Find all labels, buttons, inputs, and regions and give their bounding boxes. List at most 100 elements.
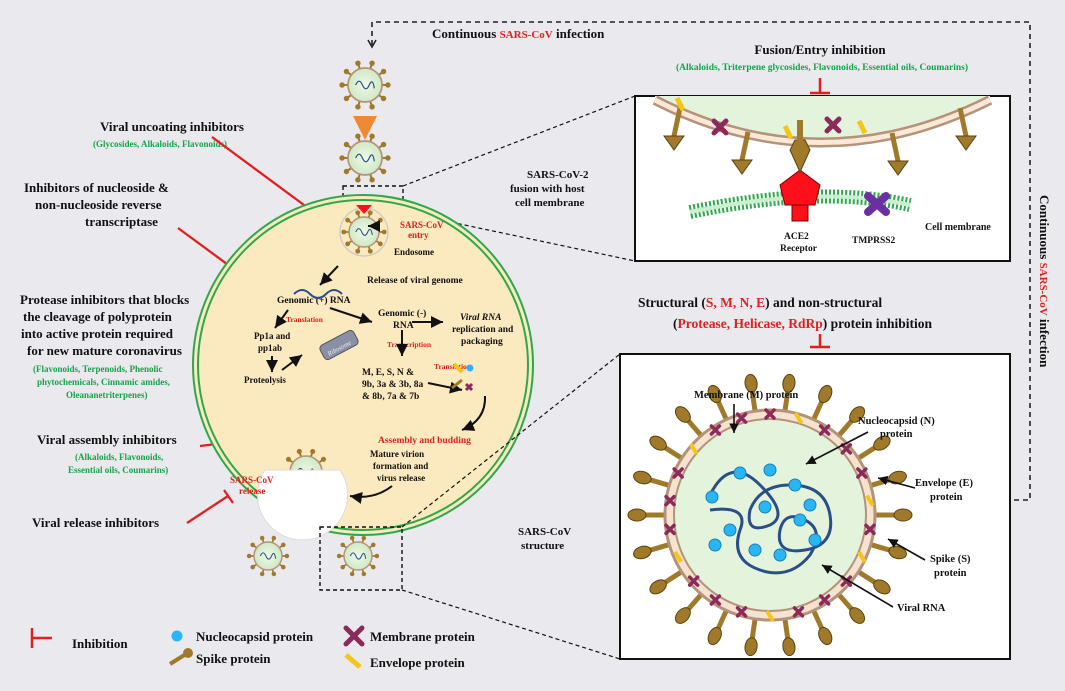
fusion-spike-protein <box>663 107 685 151</box>
big-virion-membrane-proteins <box>664 408 876 623</box>
release-label-line1: SARS-CoV <box>230 475 274 485</box>
protease-inhibitors-line4: for new mature coronavirus <box>27 343 182 358</box>
big-virion-nucleocapsids <box>705 463 822 562</box>
mini-envelope-icon <box>452 362 464 374</box>
structure-caption-line1: SARS-CoV <box>518 526 571 538</box>
protease-inhibitors-line3: into active protein required <box>21 326 174 341</box>
mature-virion-line2: formation and <box>373 461 428 471</box>
assembly-compounds-line2: Essential oils, Coumarins) <box>68 465 168 475</box>
release-label-line2: release <box>239 486 265 496</box>
structure-zoom-connectors <box>319 353 621 660</box>
mature-virion-line3: virus release <box>377 473 425 483</box>
protease-compounds-line1: (Flavonoids, Terpenoids, Phenolic <box>33 364 163 374</box>
mini-membrane-icon <box>464 382 474 392</box>
release-inhibitors-title: Viral release inhibitors <box>32 515 159 530</box>
uncoating-inhibitors-title: Viral uncoating inhibitors <box>100 119 244 134</box>
fusion-envelope-protein <box>782 124 794 140</box>
envelope-label-line2: protein <box>930 492 963 503</box>
mini-spike-icon <box>451 378 463 390</box>
virion-attached <box>339 133 391 183</box>
proteins-label-line1: M, E, S, N & <box>362 368 414 378</box>
release-genome-label: Release of viral genome <box>367 276 463 286</box>
fusion-caption-line1: SARS-CoV-2 <box>527 169 589 181</box>
virion-released <box>246 535 290 577</box>
rt-inhibitors-line1: Inhibitors of nucleoside & <box>24 180 169 195</box>
cell-membrane-label: Cell membrane <box>925 222 991 233</box>
pp1a-label-line2: pp1ab <box>258 343 282 353</box>
structure-caption-line2: structure <box>521 540 564 552</box>
fusion-inhibition-symbol <box>810 78 830 95</box>
ace2-label-line2: Receptor <box>780 244 818 254</box>
protease-compounds-line3: Oleananetriterpenes) <box>66 390 147 400</box>
fusion-spike-protein <box>955 107 977 151</box>
nucleocapsid-legend-icon <box>171 630 183 642</box>
spike-label-line2: protein <box>934 568 967 579</box>
proteolysis-label: Proteolysis <box>244 375 286 385</box>
structural-inhibition-symbol <box>810 334 830 349</box>
membrane-legend-icon <box>343 625 365 647</box>
pp1a-label-line1: Pp1a and <box>254 331 290 341</box>
protease-compounds-line2: phytochemicals, Cinnamic amides, <box>37 377 170 387</box>
assembly-budding-label: Assembly and budding <box>378 436 471 446</box>
ace2-receptor <box>779 120 821 222</box>
spike-label-line1: Spike (S) <box>930 554 971 565</box>
transcription-label: Transcription <box>387 340 432 349</box>
ace2-label-line1: ACE2 <box>784 232 809 242</box>
rt-inhibitors-line2: non-nucleoside reverse <box>35 197 162 212</box>
entry-label-line1: SARS-CoV <box>400 220 444 230</box>
fusion-envelope-protein <box>856 119 868 135</box>
translation2-label: Translation <box>434 362 472 371</box>
spike-legend-icon <box>168 648 193 666</box>
proteins-label-line3: & 8b, 7a & 7b <box>362 392 419 402</box>
release-vesicle <box>257 469 348 541</box>
legend: Inhibition Nucleocapsid protein Spike pr… <box>30 625 476 670</box>
legend-spike: Spike protein <box>196 651 271 666</box>
host-cell <box>192 194 534 536</box>
fusion-envelope-protein <box>674 96 686 112</box>
replication-label-line3: packaging <box>461 337 503 347</box>
continuous-infection-side-label: Continuous SARS-CoV infection <box>1037 195 1052 368</box>
entry-label-line2: entry <box>408 230 429 240</box>
fusion-virion-envelope <box>652 95 993 148</box>
big-virion-interior <box>673 418 867 612</box>
big-virion-rna <box>708 470 833 575</box>
structural-title-line1: Structural (S, M, N, E) and non-structur… <box>638 295 882 310</box>
fusion-spike-protein <box>731 131 753 175</box>
fusion-caption-line2: fusion with host <box>510 183 585 195</box>
genomic-minus-rna-line1: Genomic (-) <box>378 308 426 319</box>
big-virion-spikes <box>627 373 913 657</box>
fusion-title: Fusion/Entry inhibition <box>754 42 886 57</box>
genomic-plus-rna-label: Genomic (+) RNA <box>277 295 351 306</box>
continuous-infection-label: Continuous SARS-CoV infection <box>432 26 605 41</box>
envelope-legend-icon <box>344 653 362 669</box>
mature-virion-line1: Mature virion <box>370 449 424 459</box>
legend-envelope: Envelope protein <box>370 655 466 670</box>
nucleocapsid-label-line1: Nucleocapsid (N) <box>858 416 935 427</box>
assembly-compounds-line1: (Alkaloids, Flavonoids, <box>75 452 163 462</box>
fusion-spike-protein <box>887 132 909 176</box>
fusion-membrane-protein <box>711 118 729 136</box>
viral-rna-label: Viral RNA <box>897 603 946 614</box>
tmprss2-protease <box>864 192 890 216</box>
fusion-caption-line3: cell membrane <box>515 197 584 209</box>
inhibition-legend-icon <box>30 628 52 648</box>
structural-title-line2: (Protease, Helicase, RdRp) protein inhib… <box>673 316 933 331</box>
translation-label: Translation <box>286 315 324 324</box>
legend-membrane: Membrane protein <box>370 629 476 644</box>
entry-receptor-icon <box>356 205 372 214</box>
membrane-protein-label: Membrane (M) protein <box>694 390 798 401</box>
fusion-compounds: (Alkaloids, Triterpene glycosides, Flavo… <box>676 62 968 73</box>
legend-nucleocapsid: Nucleocapsid protein <box>196 629 314 644</box>
tmprss2-label: TMPRSS2 <box>852 236 896 246</box>
virion-continuous-1 <box>339 60 391 110</box>
mini-nucleocapsid-icon <box>466 364 474 372</box>
assembly-inhibitors-title: Viral assembly inhibitors <box>37 432 177 447</box>
endosome-label: Endosome <box>394 247 434 257</box>
replication-label-line1: Viral RNA <box>460 313 501 323</box>
structure-pointer-arrows <box>729 404 926 608</box>
rt-inhibitors-line3: transcriptase <box>85 214 158 229</box>
protease-inhibitors-line1: Protease inhibitors that blocks <box>20 292 189 307</box>
genomic-minus-rna-line2: RNA <box>393 321 414 331</box>
